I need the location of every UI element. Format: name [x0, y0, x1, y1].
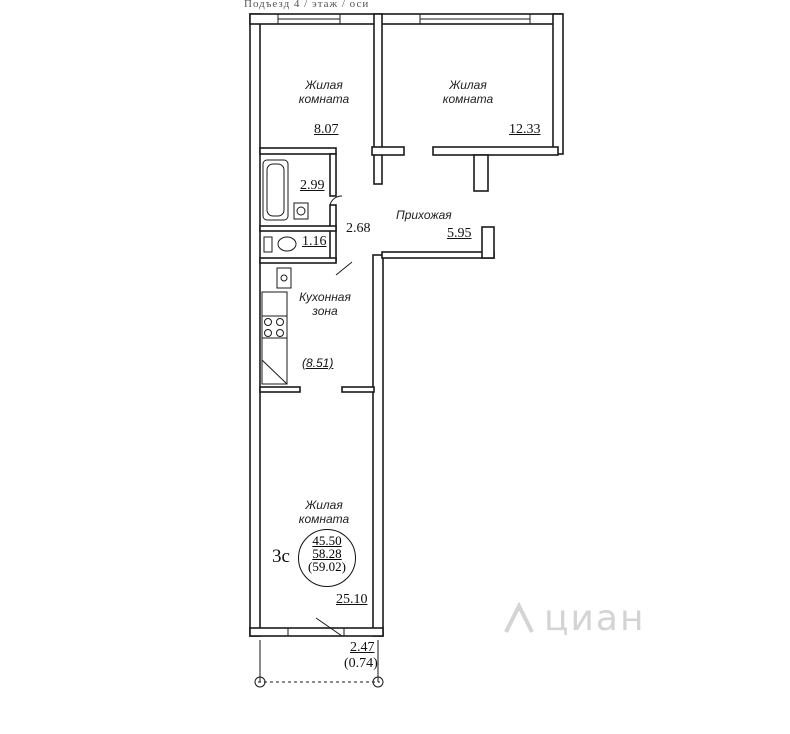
room-label-hallway: Прихожая: [396, 208, 452, 222]
room-area-balcony-coef: (0.74): [344, 656, 378, 671]
watermark-text: циан: [544, 598, 646, 639]
room-area-bathroom: 2.99: [300, 178, 325, 193]
living-area: 45.50: [312, 533, 342, 548]
room-area-living: 25.10: [336, 592, 368, 607]
room-label-kitchen: Кухонная зона: [299, 290, 351, 318]
room-area-corridor: 2.68: [346, 221, 371, 236]
total-area-with-balcony: (59.02): [308, 559, 346, 574]
room-label-living: Жилая комната: [298, 498, 350, 526]
room-area-hallway: 5.95: [447, 226, 472, 241]
windows: [277, 13, 531, 637]
cian-logo-icon: [504, 602, 534, 633]
total-area: 58.28: [312, 546, 342, 561]
toilet-fixture: [263, 236, 297, 253]
interior-partitions: [259, 147, 375, 393]
room-area-bedroom-large: 12.33: [509, 122, 541, 137]
room-area-toilet: 1.16: [302, 234, 327, 249]
area-summary-circle: 45.50 58.28 (59.02): [298, 529, 356, 587]
room-area-kitchen: (8.51): [302, 356, 334, 370]
room-label-bedroom-small: Жилая комната: [298, 78, 350, 106]
bathtub: [262, 159, 289, 221]
outer-walls: [249, 13, 564, 637]
kitchen-counter: [261, 291, 288, 385]
balcony: [254, 640, 384, 688]
sink-toilet: [276, 267, 292, 289]
sink-bathroom: [293, 202, 309, 220]
door-swings: [315, 195, 353, 637]
header-text: Подъезд 4 / этаж / оси: [244, 0, 370, 10]
room-label-bedroom-large: Жилая комната: [442, 78, 494, 106]
room-area-bedroom-small: 8.07: [314, 122, 339, 137]
room-area-balcony: 2.47: [350, 640, 375, 655]
apartment-type-code: 3с: [272, 546, 290, 567]
